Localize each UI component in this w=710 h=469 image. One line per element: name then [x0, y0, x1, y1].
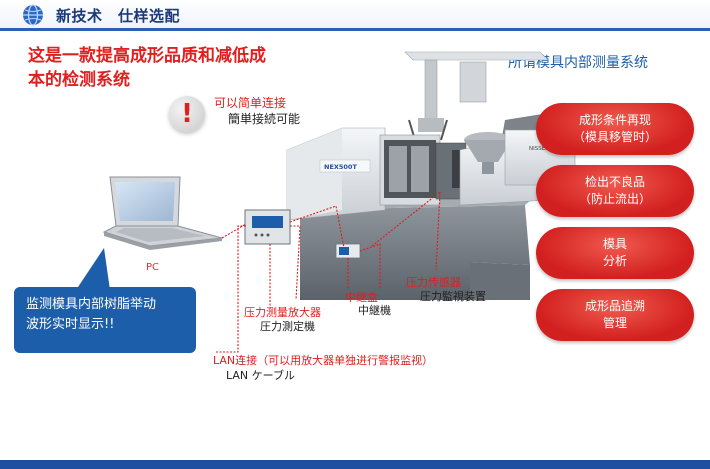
- feature-defect-detection: 检出不良品 （防止流出）: [536, 165, 694, 217]
- headline: 这是一款提高成形品质和减低成 本的检测系统: [28, 44, 358, 92]
- cable-lines: [215, 191, 441, 353]
- page-title: 新技术 仕样选配: [56, 7, 181, 25]
- feature-3-line-2: 分析: [602, 254, 627, 268]
- relay-box: [335, 243, 361, 259]
- amplifier-label-jp: 圧力測定機: [260, 320, 315, 333]
- headline-line-1: 这是一款提高成形品质和减低成: [28, 46, 266, 66]
- feature-2-line-1: 检出不良品: [584, 175, 645, 189]
- header-bar: 新技术 仕样选配: [0, 0, 710, 31]
- machine-model-right: NISSEI: [529, 146, 547, 152]
- footer-bar: [0, 460, 710, 469]
- feature-4-line-2: 管理: [602, 316, 627, 330]
- callout-line-2: 波形实时显示!!: [26, 317, 115, 332]
- feature-2-line-2: （防止流出）: [578, 192, 651, 206]
- sensor-label-jp: 圧力監視装置: [420, 290, 486, 303]
- globe-icon: [23, 4, 43, 26]
- feature-mold-analysis: 模具分析: [536, 227, 694, 279]
- lan-label-cn: LAN连接（可以用放大器单独进行警报监视）: [213, 354, 434, 367]
- feature-3-line-1: 模具: [602, 237, 627, 251]
- amplifier-label-cn: 压力测量放大器: [244, 306, 321, 319]
- easy-connect-jp: 簡単接続可能: [228, 112, 301, 126]
- warning-icon: !: [169, 96, 205, 132]
- callout-pointer: [76, 248, 110, 290]
- feature-traceability: 成形品追溯管理: [536, 289, 694, 341]
- machine-base: [300, 205, 530, 300]
- easy-connect-cn: 可以简单连接: [214, 96, 287, 110]
- feature-1-line-2: （模具移管时）: [572, 130, 657, 144]
- monitoring-callout: 监测模具内部树脂举动 波形实时显示!!: [14, 287, 196, 353]
- feature-4-line-1: 成形品追溯: [584, 299, 645, 313]
- lan-label-jp: LAN ケーブル: [226, 369, 295, 382]
- machine-model-left: NEX500T: [324, 163, 357, 171]
- feature-condition-reproduction: 成形条件再现 （模具移管时）: [536, 103, 694, 155]
- header-divider: [0, 28, 710, 31]
- robot-arm: [404, 51, 549, 141]
- sensor-label-cn: 压力传感器: [406, 276, 461, 289]
- headline-line-2: 本的检测系统: [28, 70, 130, 90]
- injection-unit: NISSEI: [459, 112, 576, 206]
- relay-label-jp: 中継機: [358, 304, 391, 317]
- feature-1-line-1: 成形条件再现: [578, 113, 651, 127]
- laptop-icon: [102, 176, 223, 250]
- pc-label: PC: [146, 262, 160, 273]
- clamping-unit: NEX500T: [286, 127, 386, 221]
- relay-label-cn: 中继盒: [345, 291, 378, 304]
- amplifier-device: [244, 209, 291, 245]
- callout-line-1: 监测模具内部树脂举动: [26, 297, 157, 312]
- mold-section: [379, 134, 467, 206]
